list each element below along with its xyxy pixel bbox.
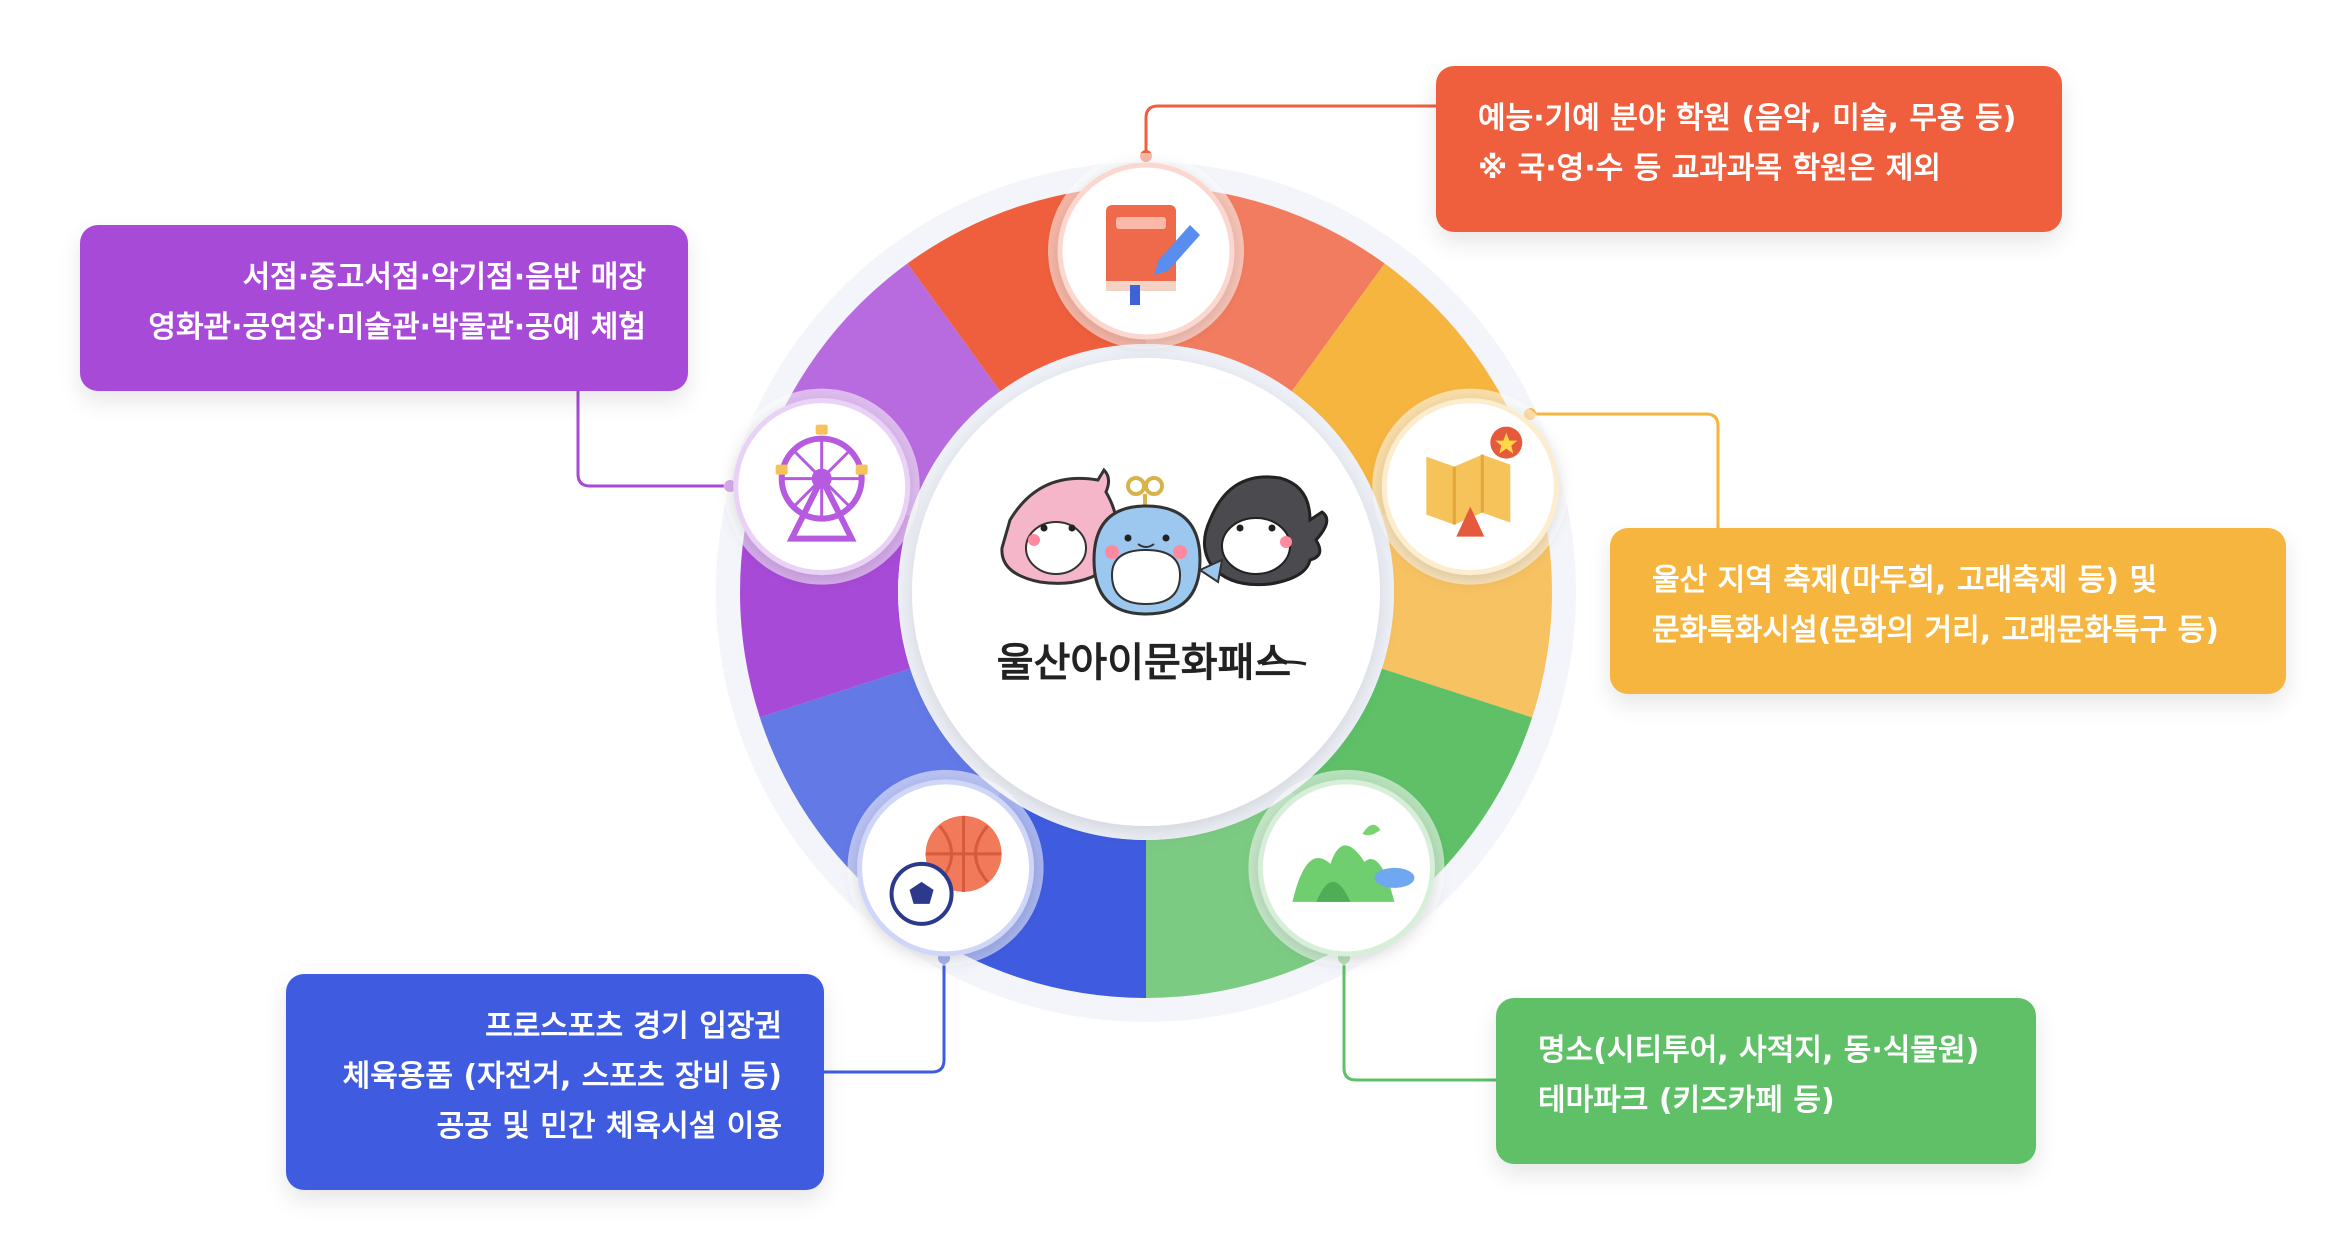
card-line: 문화특화시설(문화의 거리, 고래문화특구 등): [1652, 613, 2219, 648]
category-card-festival: 울산 지역 축제(마두희, 고래축제 등) 및 문화특화시설(문화의 거리, 고…: [1610, 528, 2286, 694]
connector-culture: [576, 391, 730, 488]
card-line: 프로스포츠 경기 입장권: [485, 1009, 782, 1044]
ferris-wheel-icon: [723, 388, 920, 585]
card-line: 울산 지역 축제(마두희, 고래축제 등) 및: [1652, 563, 2158, 598]
category-card-tour: 명소(시티투어, 사적지, 동·식물원) 테마파크 (키즈카페 등): [1496, 998, 2036, 1164]
category-card-culture: 서점·중고서점·악기점·음반 매장 영화관·공연장·미술관·박물관·공예 체험: [80, 225, 688, 391]
card-line: ※ 국·영·수 등 교과과목 학원은 제외: [1478, 151, 1941, 186]
logo-text: 울산아이문화패스: [997, 640, 1291, 686]
mascot-group: [1000, 467, 1329, 616]
pink-whale-mascot: [1000, 467, 1119, 585]
card-line: 체육용품 (자전거, 스포츠 장비 등): [342, 1059, 782, 1094]
sports-balls-icon: [847, 769, 1044, 966]
card-line: 영화관·공연장·미술관·박물관·공예 체험: [148, 310, 646, 345]
category-card-sports: 프로스포츠 경기 입장권 체육용품 (자전거, 스포츠 장비 등) 공공 및 민…: [286, 974, 824, 1190]
card-line: 서점·중고서점·악기점·음반 매장: [242, 260, 646, 295]
map-star-icon: [1372, 388, 1569, 585]
category-card-arts: 예능·기예 분야 학원 (음악, 미술, 무용 등) ※ 국·영·수 등 교과과…: [1436, 66, 2062, 232]
card-line: 공공 및 민간 체육시설 이용: [436, 1109, 782, 1144]
mountain-landscape-icon: [1248, 769, 1445, 966]
blue-whale-mascot: [1092, 476, 1224, 616]
connector-festival: [1530, 412, 1720, 528]
card-line: 예능·기예 분야 학원 (음악, 미술, 무용 등): [1478, 101, 2017, 136]
card-line: 명소(시티투어, 사적지, 동·식물원): [1538, 1033, 1980, 1068]
book-pencil-icon: [1048, 153, 1244, 349]
icon-badges: [723, 153, 1569, 966]
card-line: 테마파크 (키즈카페 등): [1538, 1083, 1835, 1118]
connector-arts: [1144, 104, 1436, 156]
connector-tour: [1342, 958, 1496, 1082]
connector-sports: [824, 958, 946, 1074]
